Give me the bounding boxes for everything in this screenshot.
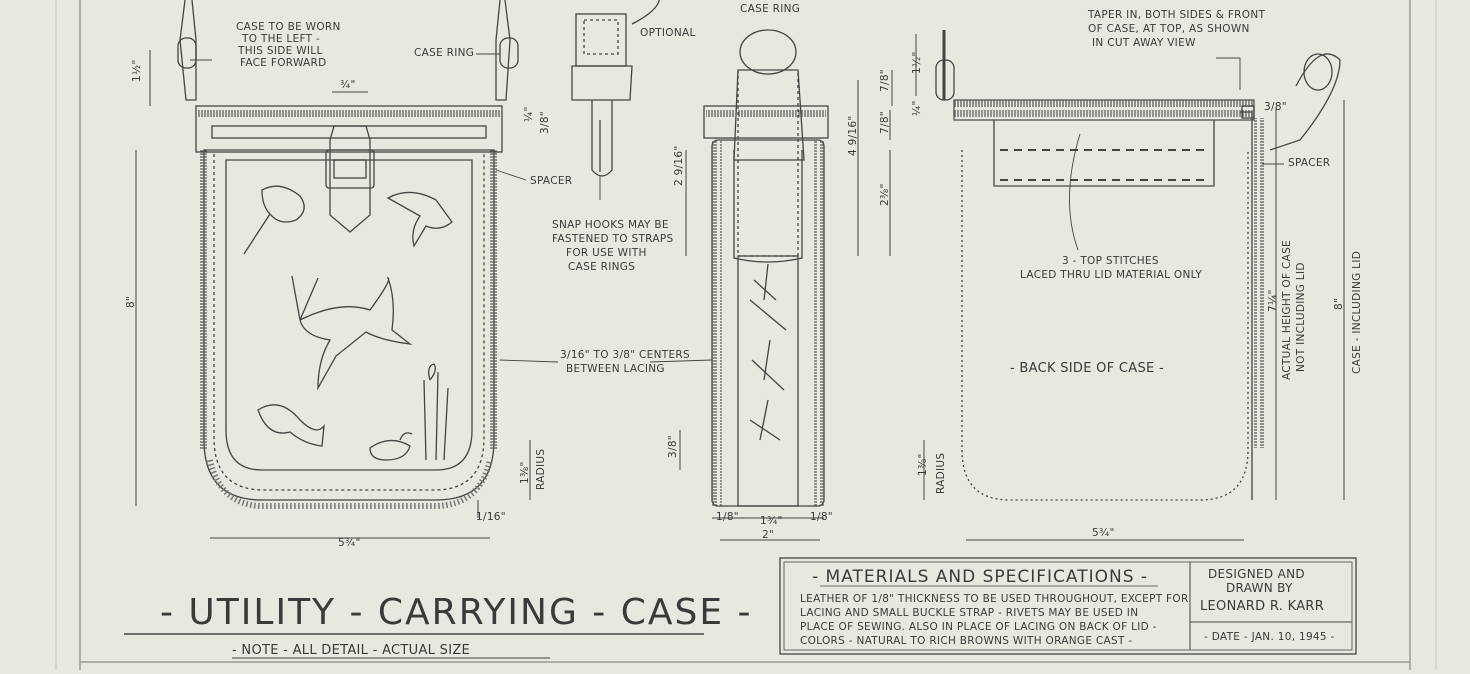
dim-1-4-side: ¼" <box>523 106 535 122</box>
dim-5-3-4-left: 5¾" <box>338 537 361 549</box>
annotation-labels: CASE TO BE WORN TO THE LEFT - THIS SIDE … <box>236 3 1363 494</box>
snap-hooks-1: SNAP HOOKS MAY BE <box>552 219 669 231</box>
dim-1-5-a: 1½" <box>131 59 143 82</box>
front-view <box>177 0 519 509</box>
left-strap-ring <box>177 37 197 69</box>
optional-label: OPTIONAL <box>640 27 696 39</box>
lid-lacing <box>198 108 500 120</box>
buckle <box>325 149 375 189</box>
dim-5-3-4-right: 5¾" <box>1092 527 1115 539</box>
designer-line-2: DRAWN BY <box>1226 581 1293 595</box>
taper-note-2: OF CASE, AT TOP, AS SHOWN <box>1088 23 1250 35</box>
dim-1-3-8-left: 1⅜" <box>519 461 531 484</box>
taper-note-1: TAPER IN, BOTH SIDES & FRONT <box>1087 9 1266 21</box>
lacing-note-1: 3/16" TO 3/8" CENTERS <box>560 349 690 361</box>
spacer-right-label: SPACER <box>1288 157 1330 169</box>
top-stitches-2: LACED THRU LID MATERIAL ONLY <box>1020 269 1202 281</box>
specs-heading: - MATERIALS AND SPECIFICATIONS - <box>812 567 1148 587</box>
dim-1-3-8-right: 1⅜" <box>917 453 929 476</box>
pheasant-icon <box>243 185 305 255</box>
specs-line-2: LACING AND SMALL BUCKLE STRAP - RIVETS M… <box>800 607 1138 619</box>
radius-right-label: RADIUS <box>935 453 947 494</box>
back-body <box>961 150 1249 501</box>
designer-line-1: DESIGNED AND <box>1208 567 1305 581</box>
dimension-lines <box>135 34 1345 541</box>
case-ring-left-label: CASE RING <box>414 47 474 59</box>
back-view <box>935 30 1341 501</box>
leader-lines <box>190 53 1284 363</box>
dim-7-8-a: 7/8" <box>879 69 891 92</box>
top-stitches-1: 3 - TOP STITCHES <box>1062 255 1159 267</box>
snap-hook-detail <box>571 0 661 177</box>
right-strap <box>495 0 511 101</box>
dim-7-8-b: 7/8" <box>879 111 891 134</box>
actual-height-2: NOT INCLUDING LID <box>1295 262 1307 372</box>
designer-name: LEONARD R. KARR <box>1200 599 1324 614</box>
side-case-ring <box>739 29 797 75</box>
pine-cone-icon <box>749 263 787 441</box>
dim-3-8-side: 3/8" <box>539 111 551 134</box>
specs-line-3: PLACE OF SEWING. ALSO IN PLACE OF LACING… <box>800 621 1157 633</box>
dim-1-4-b: ¼" <box>911 100 923 116</box>
dim-3-8-mid: 3/8" <box>667 435 679 458</box>
wear-note-4: FACE FORWARD <box>240 57 327 69</box>
dim-3-8-top: 3/8" <box>1264 101 1287 113</box>
dimension-values: 1½" 8" 5¾" ¾" 1/16" 1⅜" ¼" 3/8" 2 9/16" … <box>125 51 1345 549</box>
specifications-box: - MATERIALS AND SPECIFICATIONS - LEATHER… <box>779 557 1357 655</box>
deer-icon <box>291 275 413 391</box>
fish-icon <box>257 404 325 447</box>
dim-8-right: 8" <box>1333 298 1345 310</box>
dim-3-4: ¾" <box>340 79 356 91</box>
dim-7-1-4: 7¼" <box>1267 289 1279 312</box>
dim-2-9-16: 2 9/16" <box>673 145 685 186</box>
side-view <box>703 29 829 507</box>
front-lid <box>195 105 503 153</box>
dim-8-left: 8" <box>125 296 137 308</box>
wear-note-1: CASE TO BE WORN <box>236 21 341 33</box>
lacing-note-2: BETWEEN LACING <box>566 363 665 375</box>
taper-note-3: IN CUT AWAY VIEW <box>1092 37 1196 49</box>
note-title: - NOTE - ALL DETAIL - ACTUAL SIZE <box>232 643 470 658</box>
radius-left-label: RADIUS <box>535 449 547 490</box>
main-title: - UTILITY - CARRYING - CASE - <box>160 592 753 633</box>
snap-hooks-4: CASE RINGS <box>568 261 635 273</box>
specs-line-1: LEATHER OF 1/8" THICKNESS TO BE USED THR… <box>800 593 1189 605</box>
back-lid-top <box>953 99 1255 121</box>
case-incl-lid-label: CASE - INCLUDING LID <box>1351 251 1363 374</box>
buckle-strap <box>329 125 371 233</box>
wear-note-2: TO THE LEFT - <box>241 33 320 45</box>
cattail-icon <box>423 363 449 461</box>
dim-4-9-16: 4 9/16" <box>847 115 859 156</box>
duck-icon <box>369 432 413 461</box>
dim-1-8-b: 1/8" <box>810 511 833 523</box>
case-ring-top-label: CASE RING <box>740 3 800 15</box>
wear-note-3: THIS SIDE WILL <box>237 45 323 57</box>
back-side-label: - BACK SIDE OF CASE - <box>1010 361 1164 376</box>
dim-1-16: 1/16" <box>476 511 506 523</box>
dim-1-3-4: 1¾" <box>760 515 783 527</box>
front-body <box>203 149 495 501</box>
dim-1-5-b: 1½" <box>911 51 923 74</box>
snap-hooks-2: FASTENED TO STRAPS <box>552 233 673 245</box>
title-block: - UTILITY - CARRYING - CASE - - NOTE - A… <box>124 592 753 659</box>
dim-1-8-a: 1/8" <box>716 511 739 523</box>
snap-hooks-3: FOR USE WITH <box>566 247 647 259</box>
spacer-left-label: SPACER <box>530 175 572 187</box>
dim-2: 2" <box>762 529 774 541</box>
specs-line-4: COLORS - NATURAL TO RICH BROWNS WITH ORA… <box>800 635 1132 647</box>
designer-date: - DATE - JAN. 10, 1945 - <box>1204 631 1335 643</box>
right-strap-ring <box>499 37 519 69</box>
actual-height-1: ACTUAL HEIGHT OF CASE <box>1281 240 1293 380</box>
left-strap <box>179 0 197 101</box>
goose-icon <box>386 191 453 248</box>
dim-2-3-8: 2⅜" <box>879 183 891 206</box>
